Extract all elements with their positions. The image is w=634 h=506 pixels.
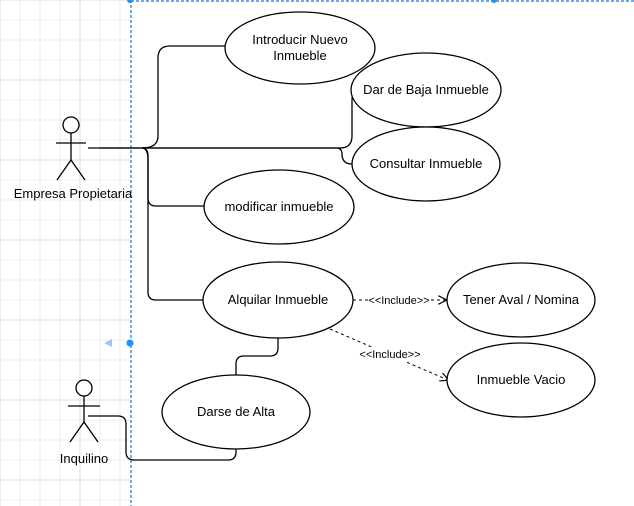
use-case-vacio[interactable]: Inmueble Vacio [446,342,596,418]
actor-stick-figure-icon [68,379,100,443]
use-case-label: Inmueble [273,48,326,63]
use-case-ellipse[interactable] [351,126,501,202]
actor-label-empresa: Empresa Propietaria [14,186,133,201]
include-relations: <<Include>> <<Include>> [329,292,448,380]
use-case-modificar[interactable]: modificar inmueble [203,169,355,245]
use-case-label: Introducir Nuevo [252,32,347,47]
use-case-ellipse[interactable] [446,262,596,338]
selection-guide[interactable] [104,0,634,506]
include-label-vacio: <<Include>> [359,349,420,361]
guide-arrow-icon[interactable] [104,339,112,347]
actor-empresa[interactable] [56,116,86,181]
actor-stick-figure-icon [56,116,86,181]
guide-handle[interactable] [126,339,134,347]
guide-handle[interactable] [127,0,133,3]
actor-label-inquilino: Inquilino [60,451,108,466]
use-case-consultar[interactable]: Consultar Inmueble [351,126,501,202]
use-case-label: modificar inmueble [224,199,333,214]
connector-empresa-modificar[interactable] [141,147,204,207]
include-label-bg [370,292,428,308]
connector-inquilino-alta[interactable] [88,415,237,461]
use-case-ellipse[interactable] [446,342,596,418]
use-case-introducir[interactable]: Introducir Nuevo Inmueble [224,11,376,85]
background-grid [0,0,130,506]
use-case-ellipse[interactable] [161,374,311,450]
actor-inquilino[interactable] [68,379,100,443]
connector-alquilar-alta[interactable] [235,338,279,376]
use-case-ellipse[interactable] [203,169,355,245]
connector-empresa-consultar[interactable] [100,147,354,165]
connector-empresa-baja[interactable] [88,87,370,149]
use-case-label: Alquilar Inmueble [228,292,328,307]
include-label-aval: <<Include>> [368,295,429,307]
use-case-alquilar[interactable]: Alquilar Inmueble [202,261,354,339]
use-case-ellipse[interactable] [202,261,354,339]
use-case-label: Dar de Baja Inmueble [363,82,489,97]
include-label-bg [360,347,420,362]
use-case-label: Inmueble Vacio [477,372,566,387]
guide-handle[interactable] [491,0,497,3]
connector-empresa-alquilar[interactable] [141,147,204,301]
use-case-alta[interactable]: Darse de Alta [161,374,311,450]
connector-empresa-introducir[interactable] [141,45,226,149]
use-case-baja[interactable]: Dar de Baja Inmueble [350,52,502,128]
use-case-label: Tener Aval / Nomina [463,292,580,307]
use-case-label: Consultar Inmueble [370,156,483,171]
use-case-aval[interactable]: Tener Aval / Nomina [446,262,596,338]
use-case-label: Darse de Alta [197,404,276,419]
use-case-ellipse[interactable] [224,11,376,85]
